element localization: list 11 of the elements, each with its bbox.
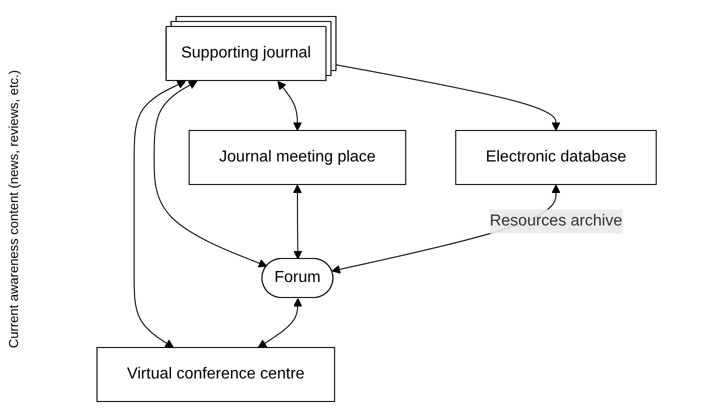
node-box: Electronic database bbox=[455, 130, 657, 185]
node-box: Virtual conference centre bbox=[96, 347, 335, 402]
edge-label: Resources archive bbox=[490, 212, 622, 230]
node-box: Journal meeting place bbox=[188, 130, 406, 185]
arrow bbox=[154, 80, 268, 268]
arrow bbox=[336, 64, 560, 131]
arrow bbox=[134, 80, 186, 348]
arrow bbox=[292, 184, 302, 260]
side-note: Current awareness content (news, reviews, etc.) bbox=[6, 70, 21, 348]
arrow bbox=[277, 80, 302, 131]
arrow bbox=[258, 298, 302, 348]
